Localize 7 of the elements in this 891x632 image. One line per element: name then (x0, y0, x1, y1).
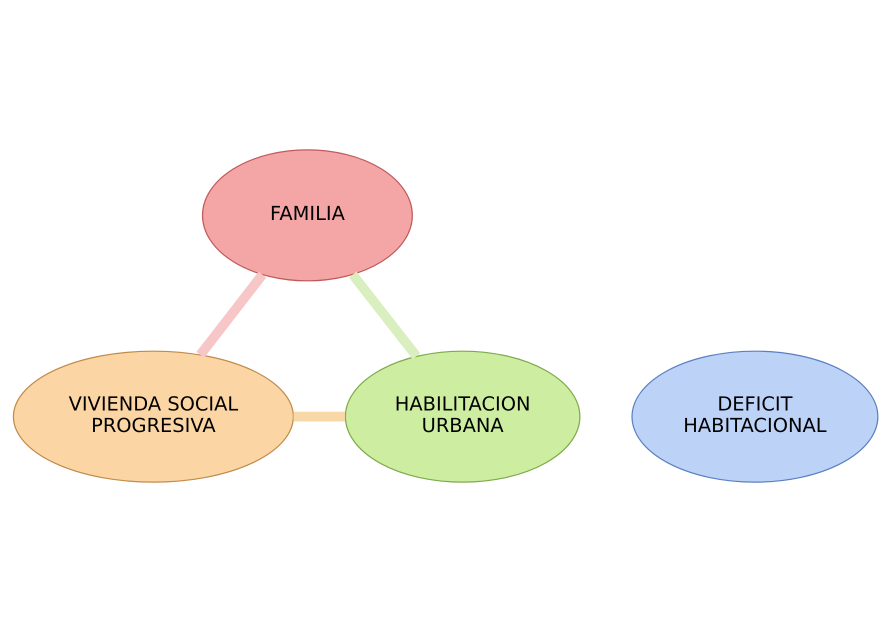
node-ellipse: DEFICIT HABITACIONAL (631, 350, 878, 483)
connector (348, 272, 420, 360)
node-ellipse: VIVIENDA SOCIAL PROGRESIVA (12, 350, 294, 483)
connector (294, 412, 346, 422)
connector (196, 272, 266, 358)
node-ellipse: FAMILIA (202, 149, 413, 282)
node-ellipse: HABILITACION URBANA (344, 350, 580, 483)
